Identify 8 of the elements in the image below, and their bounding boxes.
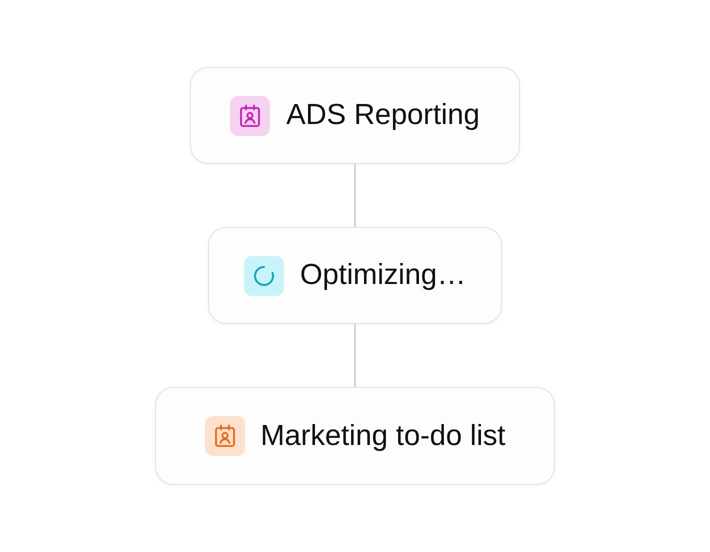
connector-line (354, 324, 356, 387)
node-label: Optimizing… (300, 259, 466, 292)
process-box (190, 67, 520, 164)
node-label: ADS Reporting (286, 99, 480, 132)
node-label: Marketing to-do list (260, 420, 506, 452)
process-box (155, 387, 555, 485)
connector-line (354, 164, 356, 227)
process-box (208, 227, 502, 324)
